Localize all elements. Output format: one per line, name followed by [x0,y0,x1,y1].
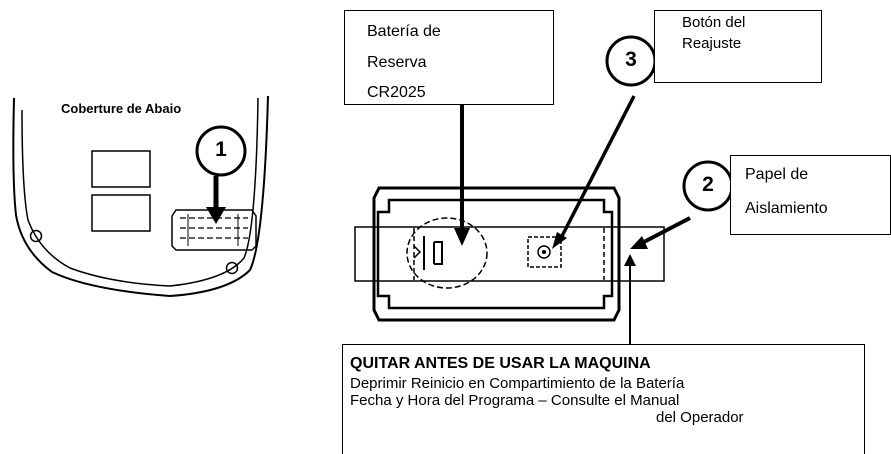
callout-1-arrow [206,176,226,224]
insulation-strip [354,226,665,282]
backup-battery-line-3: CR2025 [367,84,426,101]
backup-battery-label-box: Batería de Reserva CR2025 [344,10,554,105]
bottom-cover-label: Coberture de Abaio [61,101,182,116]
insulation-paper-line-1: Papel de [745,166,809,183]
notice-line-2: Fecha y Hora del Programa – Consulte el … [350,392,680,409]
callout-1-number: 1 [215,138,227,161]
notice-line-1: Deprimir Reinicio en Compartimiento de l… [350,375,685,392]
callout-2-arrow [630,216,691,249]
insulation-paper-label-box: Papel de Aislamiento [730,155,891,235]
backup-battery-line-2: Reserva [367,54,427,71]
callout-3-number: 3 [625,48,637,71]
callout-3-arrow [552,95,636,249]
battery-arrow [454,100,470,246]
notice-line-3: del Operador [656,409,744,426]
notice-arrow [624,254,636,345]
battery-door-detail [171,209,257,251]
battery-compartment [372,186,621,322]
reset-button-label-box: Botón del Reajuste [654,10,822,83]
notice-title: QUITAR ANTES DE USAR LA MAQUINA [350,355,651,372]
backup-battery-line-1: Batería de [367,23,441,40]
reset-button-line-2: Reajuste [682,35,742,52]
reset-button-line-1: Botón del [682,14,746,31]
callout-1-circle [195,125,247,177]
callout-2-number: 2 [702,173,714,196]
device-illustration [12,95,269,298]
notice-box: QUITAR ANTES DE USAR LA MAQUINA Deprimir… [342,344,865,454]
insulation-paper-line-2: Aislamiento [745,200,828,217]
